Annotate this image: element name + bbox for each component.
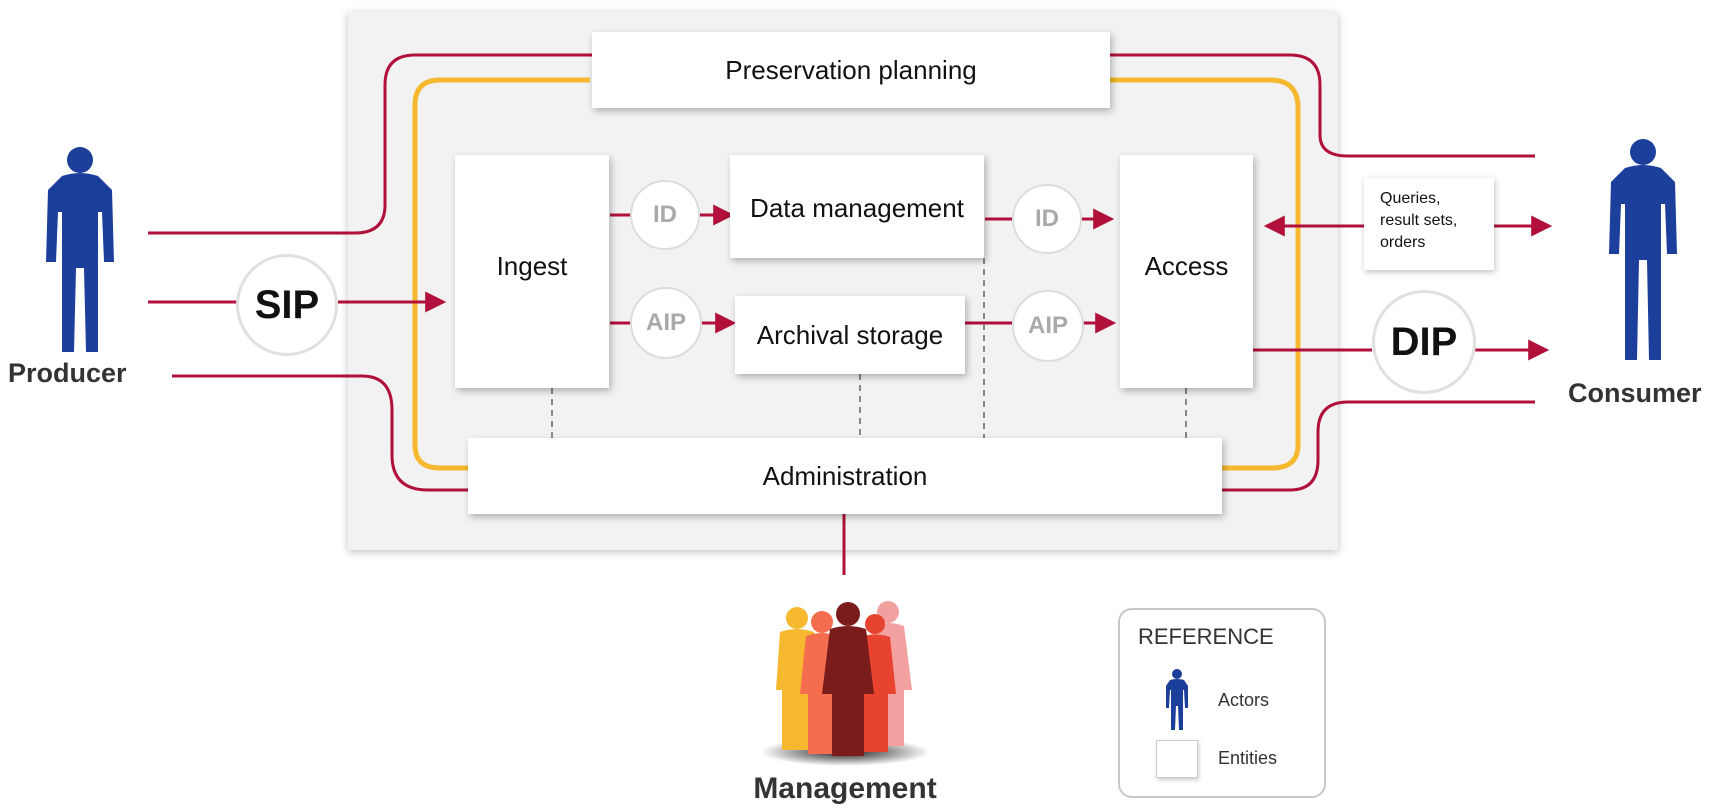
consumer-bottom-line	[1222, 400, 1535, 492]
archival-storage-label: Archival storage	[756, 319, 944, 350]
reference-legend: REFERENCE Actors Entities	[1118, 608, 1326, 798]
producer-person-icon	[46, 147, 114, 352]
preservation-planning-box[interactable]: Preservation planning	[592, 32, 1110, 108]
queries-line-1: Queries,	[1380, 190, 1441, 207]
id-label-right: ID	[1035, 205, 1059, 232]
administration-box[interactable]: Administration	[468, 438, 1222, 514]
data-management-label: Data management	[750, 193, 964, 223]
preservation-loop-left	[412, 77, 590, 471]
consumer-person-icon	[1609, 139, 1677, 360]
legend-person-icon	[1166, 669, 1188, 730]
preservation-loop-right	[1110, 77, 1301, 471]
legend-title: REFERENCE	[1138, 624, 1274, 649]
sip-circle[interactable]: SIP	[236, 254, 338, 356]
queries-box: Queries, result sets, orders	[1364, 178, 1494, 270]
id-circle-left[interactable]: ID	[630, 180, 700, 250]
id-label-left: ID	[653, 201, 677, 228]
producer-top-line	[148, 53, 592, 235]
aip-label-right: AIP	[1027, 312, 1068, 339]
archival-storage-box[interactable]: Archival storage	[735, 296, 965, 374]
access-label: Access	[1144, 251, 1229, 281]
ingest-label: Ingest	[496, 251, 568, 281]
legend-actors-label: Actors	[1218, 690, 1270, 710]
access-box[interactable]: Access	[1120, 155, 1253, 388]
legend-entity-swatch	[1156, 740, 1198, 778]
dip-label: DIP	[1390, 319, 1458, 364]
queries-line-3: orders	[1380, 234, 1426, 251]
producer-bottom-line	[172, 374, 468, 492]
id-circle-right[interactable]: ID	[1012, 184, 1082, 254]
sip-label: SIP	[254, 282, 320, 327]
ingest-box[interactable]: Ingest	[455, 155, 609, 388]
aip-circle-right[interactable]: AIP	[1012, 290, 1084, 362]
queries-line-2: result sets,	[1380, 212, 1458, 229]
management-group-icon	[760, 601, 930, 766]
consumer-label: Consumer	[1568, 378, 1702, 408]
data-management-box[interactable]: Data management	[730, 155, 984, 258]
management-label: Management	[753, 772, 937, 805]
dip-circle[interactable]: DIP	[1372, 290, 1476, 394]
consumer-top-line	[1110, 53, 1535, 158]
preservation-planning-label: Preservation planning	[725, 54, 977, 85]
aip-label-left: AIP	[645, 309, 686, 336]
aip-circle-left[interactable]: AIP	[630, 287, 702, 359]
legend-entities-label: Entities	[1218, 748, 1278, 768]
administration-label: Administration	[762, 460, 928, 491]
producer-label: Producer	[8, 358, 127, 388]
